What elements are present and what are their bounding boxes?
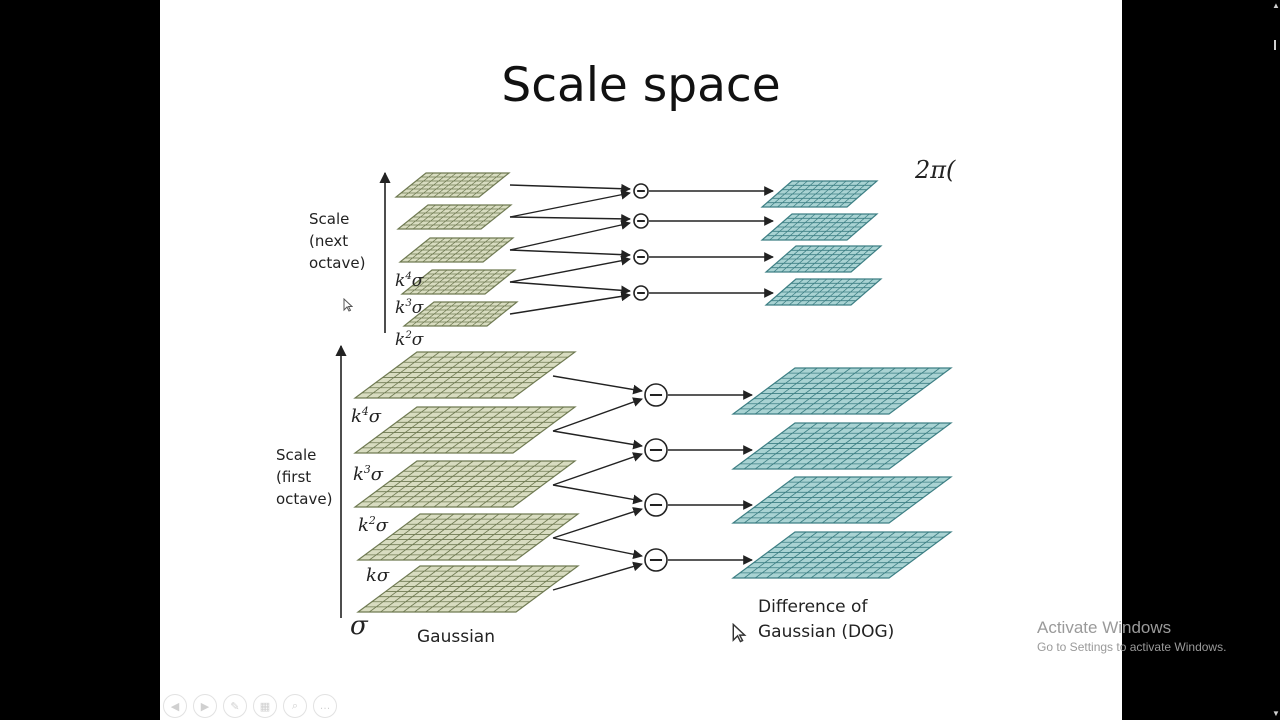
subtract-operator — [644, 493, 668, 517]
prev-slide-button[interactable]: ◀ — [163, 694, 187, 718]
dog-layer-next-octave — [764, 245, 883, 273]
gaussian-layer-first-octave — [356, 565, 580, 613]
gaussian-layer-first-octave — [353, 351, 577, 399]
scale-label-first-octave: k2σ — [358, 514, 389, 536]
dog-layer-first-octave — [731, 367, 953, 415]
input-arrow — [552, 561, 643, 591]
subtract-operator — [644, 383, 668, 407]
arrow-left-icon: ◀ — [170, 700, 180, 713]
dog-layer-next-octave — [760, 213, 879, 241]
scroll-thumb[interactable] — [1274, 40, 1276, 50]
input-arrow — [552, 537, 643, 560]
gaussian-layer-first-octave — [353, 406, 577, 454]
gaussian-layer-next-octave — [396, 204, 513, 230]
more-options-button[interactable]: … — [313, 694, 337, 718]
gaussian-layer-next-octave — [400, 269, 517, 295]
dog-layer-first-octave — [731, 422, 953, 470]
scale-label-first-octave: k4σ — [351, 405, 382, 427]
scale-label-first-octave: kσ — [366, 565, 390, 586]
input-arrow — [509, 249, 631, 260]
subtract-operator — [633, 249, 649, 265]
subtract-operator — [633, 183, 649, 199]
dog-layer-first-octave — [731, 531, 953, 579]
input-arrow — [509, 281, 631, 296]
subtract-operator — [633, 213, 649, 229]
input-arrow — [552, 484, 643, 505]
scale-label-next-octave: k4σ — [395, 271, 424, 291]
activate-windows-watermark: Activate Windows Go to Settings to activ… — [1037, 618, 1226, 654]
next-slide-button[interactable]: ▶ — [193, 694, 217, 718]
input-arrow — [509, 189, 631, 218]
partial-formula-text: 2π( — [914, 156, 956, 184]
dog-layer-next-octave — [764, 278, 883, 306]
subtract-operator — [644, 548, 668, 572]
dog-layer-first-octave — [731, 476, 953, 524]
slideshow-controls: ◀ ▶ ✎ ▦ ⌕ … — [163, 694, 337, 718]
input-arrow — [552, 375, 643, 395]
scale-label-next-octave: k2σ — [395, 330, 424, 350]
scale-label-next-octave: k3σ — [395, 298, 424, 318]
pen-tool-button[interactable]: ✎ — [223, 694, 247, 718]
gaussian-layer-first-octave — [356, 513, 580, 561]
pen-icon: ✎ — [230, 700, 240, 713]
slides-overview-button[interactable]: ▦ — [253, 694, 277, 718]
watermark-title: Activate Windows — [1037, 618, 1172, 637]
scale-label-first-octave: k3σ — [353, 463, 384, 485]
gaussian-layer-first-octave — [353, 460, 577, 508]
mouse-cursor-icon — [732, 623, 747, 643]
subtract-operator — [633, 285, 649, 301]
input-arrow — [509, 255, 631, 283]
gaussian-layer-next-octave — [402, 301, 519, 327]
gaussian-layer-next-octave — [398, 237, 515, 263]
gaussian-layer-next-octave — [394, 172, 511, 198]
mouse-cursor-icon — [343, 298, 353, 312]
input-arrow — [509, 220, 631, 251]
vertical-scrollbar[interactable]: ▲ ▼ — [1270, 0, 1280, 720]
scroll-up-arrow-icon[interactable]: ▲ — [1272, 1, 1280, 10]
input-arrow — [552, 397, 643, 432]
magnifier-icon: ⌕ — [291, 699, 299, 712]
input-arrow — [552, 430, 643, 450]
grid-icon: ▦ — [259, 700, 271, 713]
input-arrow — [552, 452, 643, 486]
subtract-operator — [644, 438, 668, 462]
gaussian-label: Gaussian — [417, 627, 495, 647]
watermark-subtitle: Go to Settings to activate Windows. — [1037, 640, 1227, 654]
scale-label-first-octave: σ — [350, 611, 369, 641]
input-arrow — [509, 183, 631, 194]
more-icon: … — [319, 700, 331, 712]
dog-layer-next-octave — [760, 180, 879, 208]
input-arrow — [509, 213, 631, 224]
scroll-down-arrow-icon[interactable]: ▼ — [1272, 709, 1280, 718]
input-arrow — [552, 507, 643, 539]
input-arrow — [509, 291, 631, 315]
zoom-button[interactable]: ⌕ — [283, 694, 307, 718]
arrow-right-icon: ▶ — [200, 700, 210, 713]
slide-title: Scale space — [501, 58, 781, 113]
